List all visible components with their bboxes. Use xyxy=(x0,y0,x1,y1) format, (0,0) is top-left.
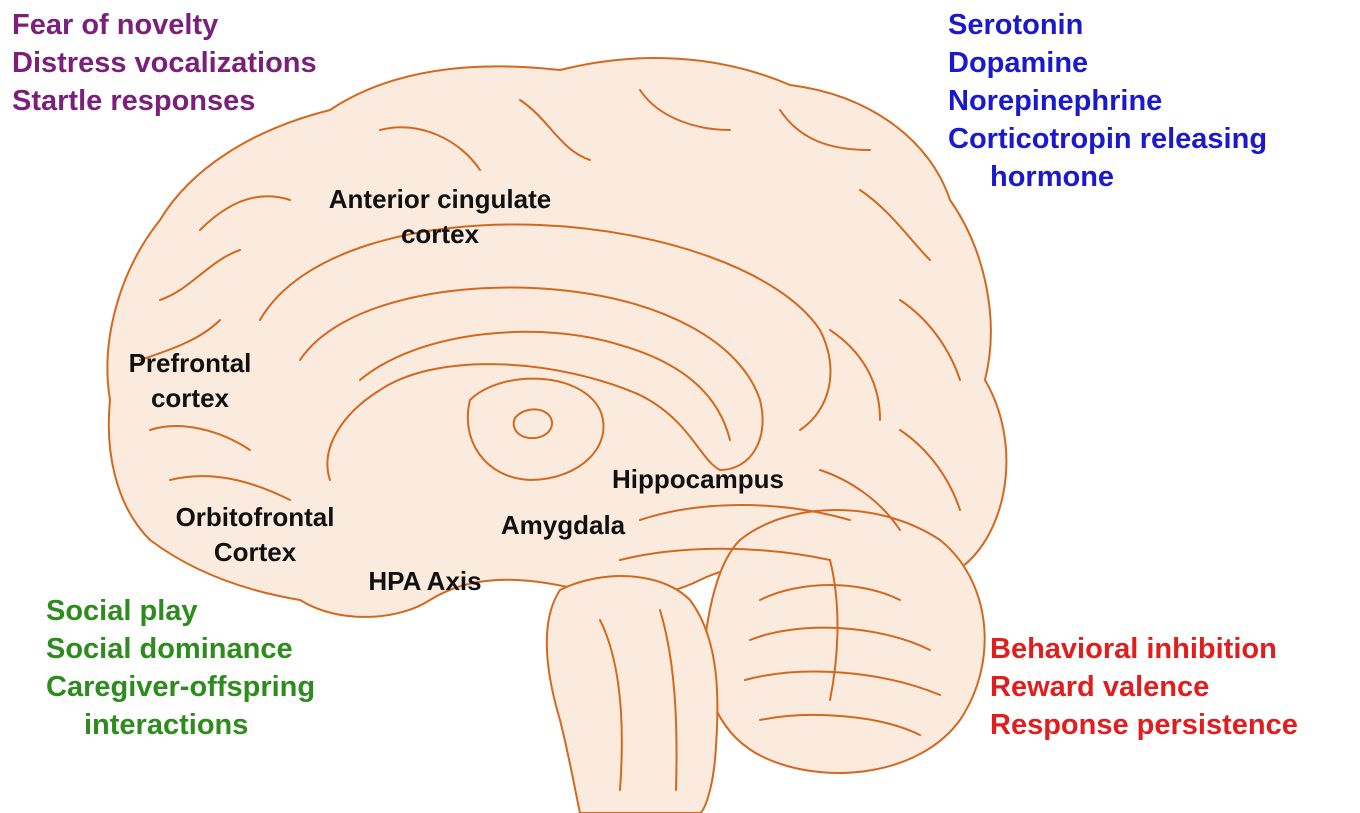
behavior-labels: Fear of novelty Distress vocalizations S… xyxy=(12,6,317,120)
brainstem-outline xyxy=(547,576,718,813)
temperament-label-1: Behavioral inhibition xyxy=(990,630,1298,668)
temperament-labels: Behavioral inhibition Reward valence Res… xyxy=(990,630,1298,744)
region-anterior-cingulate-line-1: Anterior cingulate xyxy=(290,182,590,217)
temperament-label-2: Reward valence xyxy=(990,668,1298,706)
temperament-label-3: Response persistence xyxy=(990,706,1298,744)
neurochemical-labels: Serotonin Dopamine Norepinephrine Cortic… xyxy=(948,6,1267,196)
neurochemical-label-5: hormone xyxy=(948,158,1267,196)
neurochemical-label-2: Dopamine xyxy=(948,44,1267,82)
region-amygdala: Amygdala xyxy=(478,508,648,543)
neurochemical-label-4: Corticotropin releasing xyxy=(948,120,1267,158)
region-hippocampus-line-1: Hippocampus xyxy=(578,462,818,497)
behavior-label-2: Distress vocalizations xyxy=(12,44,317,82)
region-orbitofrontal: Orbitofrontal Cortex xyxy=(140,500,370,570)
social-label-2: Social dominance xyxy=(46,630,315,668)
region-prefrontal: Prefrontal cortex xyxy=(100,346,280,416)
region-hippocampus: Hippocampus xyxy=(578,462,818,497)
region-hpa-axis-line-1: HPA Axis xyxy=(340,564,510,599)
neurochemical-label-1: Serotonin xyxy=(948,6,1267,44)
behavior-label-1: Fear of novelty xyxy=(12,6,317,44)
region-prefrontal-line-1: Prefrontal xyxy=(100,346,280,381)
behavior-label-3: Startle responses xyxy=(12,82,317,120)
region-hpa-axis: HPA Axis xyxy=(340,564,510,599)
social-labels: Social play Social dominance Caregiver-o… xyxy=(46,592,315,744)
region-amygdala-line-1: Amygdala xyxy=(478,508,648,543)
social-label-3: Caregiver-offspring xyxy=(46,668,315,706)
social-label-4: interactions xyxy=(46,706,315,744)
social-label-1: Social play xyxy=(46,592,315,630)
region-prefrontal-line-2: cortex xyxy=(100,381,280,416)
region-orbitofrontal-line-2: Cortex xyxy=(140,535,370,570)
region-anterior-cingulate: Anterior cingulate cortex xyxy=(290,182,590,252)
neurochemical-label-3: Norepinephrine xyxy=(948,82,1267,120)
region-orbitofrontal-line-1: Orbitofrontal xyxy=(140,500,370,535)
region-anterior-cingulate-line-2: cortex xyxy=(290,217,590,252)
